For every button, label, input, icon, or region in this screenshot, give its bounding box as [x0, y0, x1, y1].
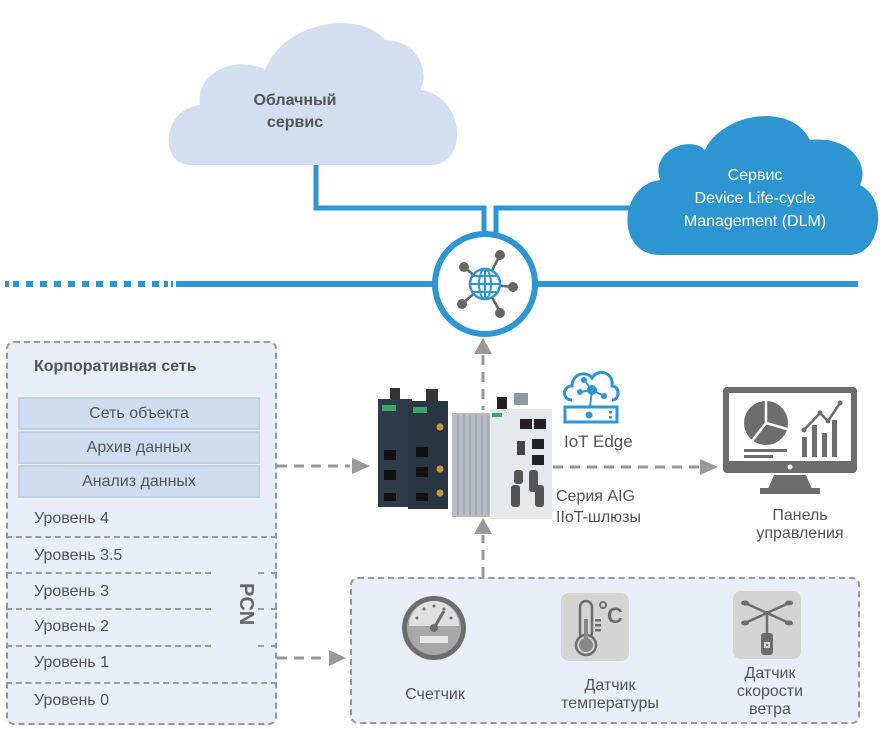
corporate-network-title: Корпоративная сеть	[34, 358, 197, 375]
thermometer-icon[interactable]: C	[561, 593, 629, 661]
aig-gateway-devices[interactable]	[374, 385, 554, 520]
iot-edge-icon	[563, 370, 620, 424]
dashboard-line2: управления	[756, 525, 844, 542]
svg-text:C: C	[607, 603, 623, 628]
cloud-service-line1: Облачный	[253, 92, 337, 109]
level-3-5[interactable]: Уровень 3.5	[34, 547, 123, 564]
cloud-service-shape	[168, 23, 458, 165]
anemometer-icon[interactable]	[733, 591, 801, 659]
sensor-counter-line1: Счетчик	[405, 686, 465, 703]
dashboard-line1: Панель	[772, 507, 828, 524]
network-hub[interactable]	[432, 231, 538, 337]
inner-row-data-archive[interactable]: Архив данных	[18, 431, 260, 464]
sensor-wind-line3: ветра	[749, 701, 791, 718]
level-divider	[258, 645, 277, 647]
corp-to-gateway-arrow	[277, 458, 370, 474]
pcn-label: PCN	[235, 583, 257, 626]
level-3[interactable]: Уровень 3	[34, 583, 109, 600]
sensor-temperature-line2: температуры	[561, 695, 659, 712]
inner-row-data-analysis[interactable]: Анализ данных	[18, 465, 260, 498]
dlm-line3: Management (DLM)	[683, 213, 827, 230]
iot-edge-label: IoT Edge	[564, 432, 633, 451]
level-0[interactable]: Уровень 0	[34, 692, 109, 709]
dlm-service-label: Сервис Device Life-cycle Management (DLM…	[640, 164, 870, 233]
level-1[interactable]: Уровень 1	[34, 654, 109, 671]
dlm-line1: Сервис	[727, 167, 783, 184]
aig-series-line2: IIoT-шлюзы	[556, 509, 642, 526]
cloud-service-label: Облачный сервис	[205, 90, 385, 134]
level-divider	[6, 645, 211, 647]
gateway-to-dashboard-arrow	[553, 459, 718, 475]
dashboard-label: Панель управления	[740, 507, 860, 543]
level-4[interactable]: Уровень 4	[34, 510, 109, 527]
gauge-icon[interactable]	[400, 594, 468, 662]
sensor-wind-line2: скорости	[736, 683, 804, 700]
level-divider	[258, 608, 277, 610]
level-divider	[6, 572, 211, 574]
inner-row-site-network[interactable]: Сеть объекта	[18, 397, 260, 430]
dlm-cloud-shape	[627, 116, 879, 255]
level1-to-sensors-arrow	[277, 650, 346, 666]
aig-series-line1: Серия AIG	[556, 488, 635, 505]
level-2[interactable]: Уровень 2	[34, 618, 109, 635]
globe-network-icon	[457, 250, 518, 318]
sensor-temperature-line1: Датчик	[584, 677, 636, 694]
level-divider	[258, 572, 277, 574]
dashboard-monitor-icon[interactable]	[720, 385, 860, 497]
aig-series-label: Серия AIG IIoT-шлюзы	[556, 486, 641, 528]
sensor-counter-label: Счетчик	[380, 686, 490, 704]
network-backbone	[5, 281, 858, 287]
level-divider	[6, 536, 277, 538]
sensors-to-gateway-arrow	[474, 518, 492, 577]
level-divider	[6, 682, 277, 684]
sensor-wind-label: Датчик скорости ветра	[715, 665, 825, 719]
sensor-wind-line1: Датчик	[744, 665, 796, 682]
cloud-service-line2: сервис	[266, 114, 324, 131]
dlm-line2: Device Life-cycle	[694, 190, 816, 207]
sensor-temperature-label: Датчик температуры	[545, 677, 675, 713]
level-divider	[6, 608, 211, 610]
gateway-to-hub-arrow	[474, 338, 492, 410]
